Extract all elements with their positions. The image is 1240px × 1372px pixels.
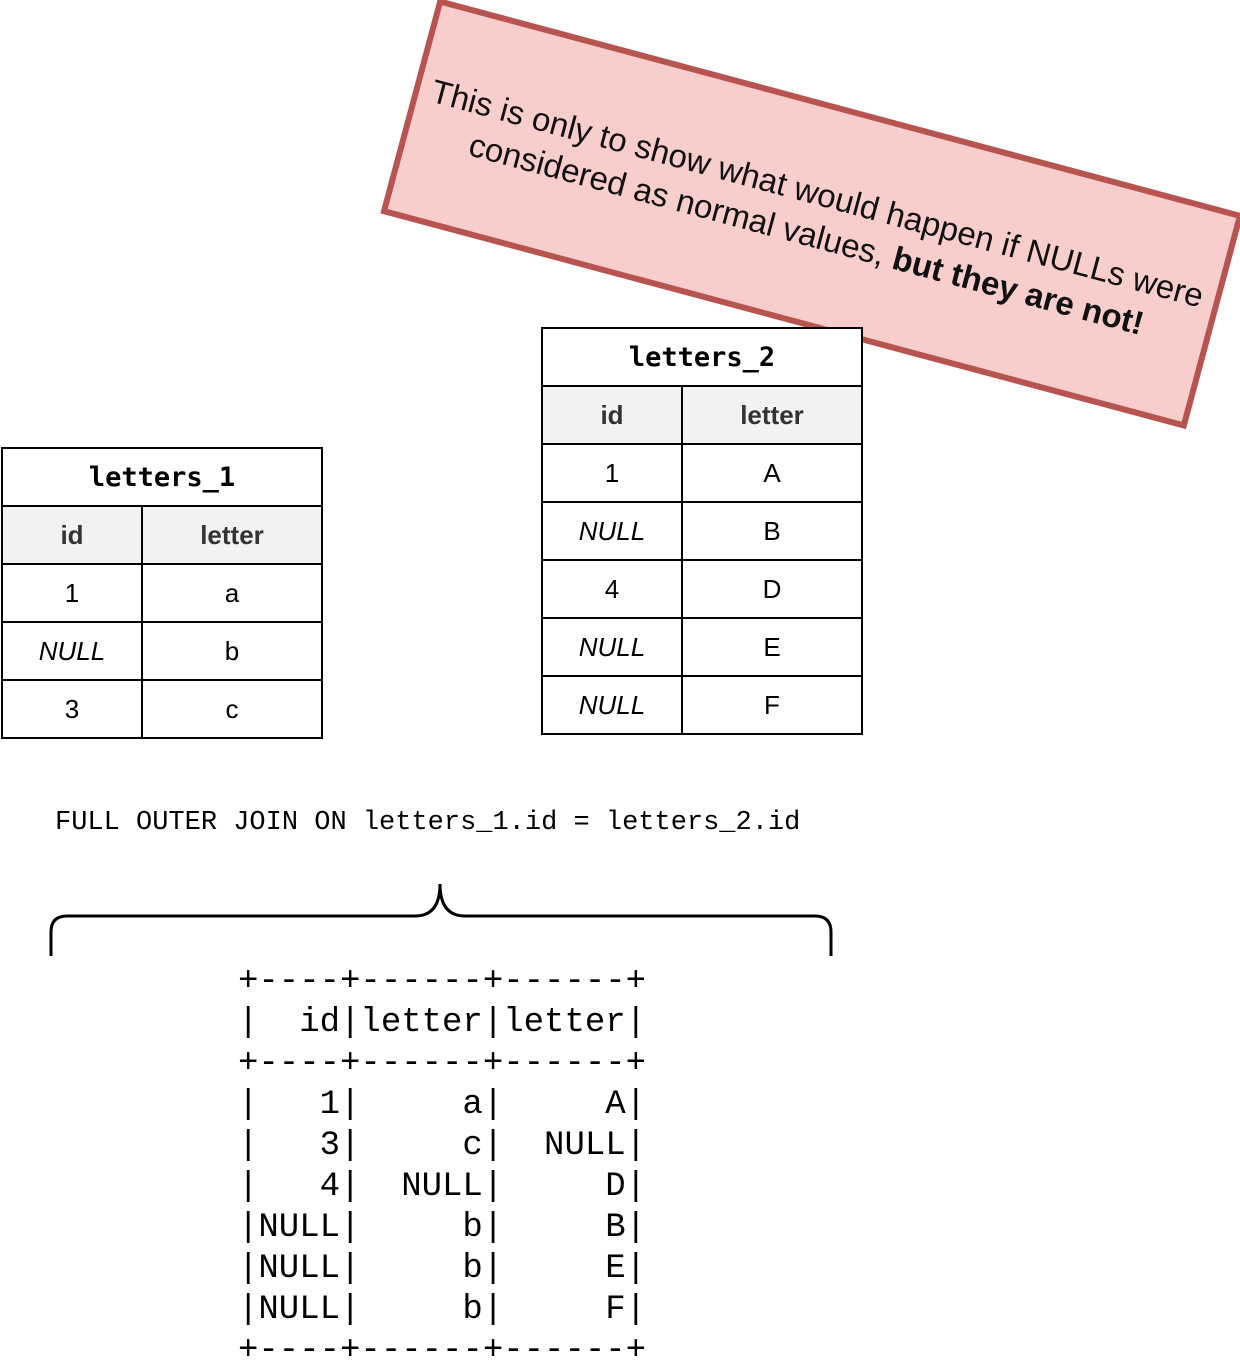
column-header-id: id: [541, 385, 683, 445]
table-row: NULL b: [1, 621, 323, 681]
note-text: This is only to show what would happen i…: [404, 67, 1220, 361]
id-cell: NULL: [1, 621, 143, 681]
result-table: +----+------+------+ | id|letter|letter|…: [238, 962, 646, 1372]
id-cell: NULL: [541, 617, 683, 677]
table-row: NULL F: [541, 675, 863, 735]
letter-cell: a: [141, 563, 323, 623]
column-header-letter: letter: [141, 505, 323, 565]
id-cell: 4: [541, 559, 683, 619]
id-cell: 1: [541, 443, 683, 503]
result-row: | 1| a| A|: [238, 1086, 647, 1124]
letters-1-table: letters_1 id letter 1 a NULL b 3 c: [1, 447, 323, 739]
table-title: letters_2: [541, 327, 863, 387]
result-border: +----+------+------+: [238, 1045, 647, 1083]
letter-cell: E: [681, 617, 863, 677]
letter-cell: b: [141, 621, 323, 681]
table-title: letters_1: [1, 447, 323, 507]
letter-cell: c: [141, 679, 323, 739]
id-cell: NULL: [541, 675, 683, 735]
letter-cell: F: [681, 675, 863, 735]
table-row: 3 c: [1, 679, 323, 739]
note-plain: This is only to show what would happen i…: [427, 71, 1208, 314]
table-row: 1 A: [541, 443, 863, 503]
join-clause: FULL OUTER JOIN ON letters_1.id = letter…: [55, 808, 801, 838]
id-cell: NULL: [541, 501, 683, 561]
id-cell: 3: [1, 679, 143, 739]
result-row: | 4| NULL| D|: [238, 1168, 647, 1206]
result-row: |NULL| b| F|: [238, 1291, 647, 1329]
table-row: NULL B: [541, 501, 863, 561]
id-cell: 1: [1, 563, 143, 623]
table-row: NULL E: [541, 617, 863, 677]
table-row: 1 a: [1, 563, 323, 623]
result-row: |NULL| b| B|: [238, 1209, 647, 1247]
table-row: 4 D: [541, 559, 863, 619]
letter-cell: D: [681, 559, 863, 619]
result-row: |NULL| b| E|: [238, 1250, 647, 1288]
result-header-row: | id|letter|letter|: [238, 1004, 647, 1042]
letters-2-table: letters_2 id letter 1 A NULL B 4 D NULL …: [541, 327, 863, 735]
result-border: +----+------+------+: [238, 1332, 647, 1370]
result-border: +----+------+------+: [238, 963, 647, 1001]
column-header-id: id: [1, 505, 143, 565]
result-row: | 3| c| NULL|: [238, 1127, 647, 1165]
letter-cell: A: [681, 443, 863, 503]
column-header-letter: letter: [681, 385, 863, 445]
curly-brace: [49, 883, 833, 956]
letter-cell: B: [681, 501, 863, 561]
